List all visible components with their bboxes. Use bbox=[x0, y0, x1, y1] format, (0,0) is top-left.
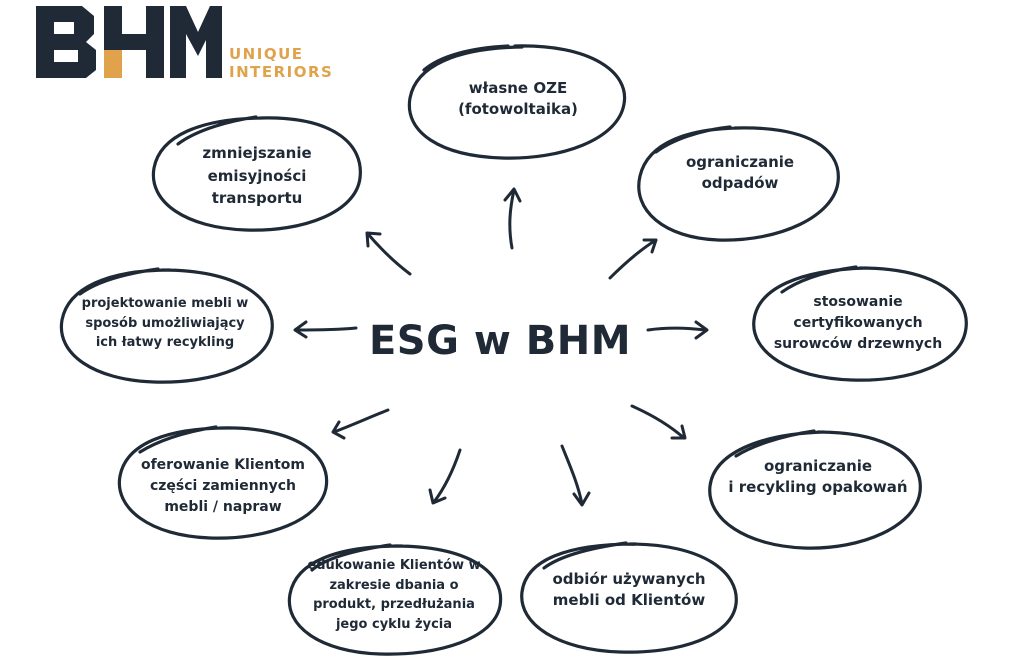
ellipse-projektowanie bbox=[59, 267, 274, 384]
bhm-logo-icon bbox=[36, 6, 222, 78]
node-edukacja: edukowanie Klientów w zakresie dbania o … bbox=[294, 556, 494, 634]
arrow-to-surowce bbox=[646, 320, 709, 340]
node-czesci-line-2: części zamiennych bbox=[149, 478, 297, 494]
ellipse-czesci bbox=[117, 425, 329, 540]
ellipse-oze bbox=[407, 44, 627, 160]
ellipse-odpady bbox=[637, 125, 840, 242]
node-edukacja-line-1: edukowanie Klientów w bbox=[307, 558, 481, 573]
node-oze-line-2: (fotowoltaika) bbox=[458, 100, 578, 119]
arrow-to-transport bbox=[365, 231, 412, 276]
arrow-to-odpady bbox=[608, 238, 658, 280]
node-projektowanie-line-3: ich łatwy recykling bbox=[95, 335, 235, 350]
logo-tagline-line1: UNIQUE bbox=[229, 45, 304, 63]
arrow-to-opakowania bbox=[630, 404, 687, 440]
node-projektowanie: projektowanie mebli w sposób umożliwiają… bbox=[62, 294, 268, 353]
node-oze-line-1: własne OZE bbox=[468, 79, 568, 97]
node-opakowania-line-2: i recykling opakowań bbox=[728, 478, 908, 497]
arrow-to-edukacja bbox=[428, 448, 462, 505]
node-czesci-line-3: mebli / napraw bbox=[164, 499, 282, 515]
node-transport: zmniejszanie emisyjności transportu bbox=[158, 142, 356, 210]
arrow-to-czesci bbox=[331, 408, 390, 440]
node-surowce-line-1: stosowanie bbox=[813, 294, 903, 310]
node-surowce-line-2: certyfikowanych bbox=[793, 315, 923, 331]
node-odbior-line-2: mebli od Klientów bbox=[552, 591, 706, 610]
node-projektowanie-line-2: sposób umożliwiający bbox=[85, 315, 245, 331]
arrow-to-odbior bbox=[560, 444, 591, 507]
node-transport-line-1: zmniejszanie bbox=[202, 144, 312, 162]
center-title: ESG w BHM bbox=[368, 318, 632, 364]
node-czesci: oferowanie Klientom części zamiennych me… bbox=[124, 455, 322, 518]
node-odbior: odbiór używanych mebli od Klientów bbox=[526, 569, 732, 612]
node-czesci-line-1: oferowanie Klientom bbox=[140, 457, 306, 473]
node-edukacja-line-2: zakresie dbania o bbox=[329, 577, 459, 593]
logo-tagline-line2: INTERIORS bbox=[229, 63, 334, 81]
node-edukacja-line-4: jego cyklu życia bbox=[335, 616, 453, 632]
ellipse-opakowania bbox=[708, 429, 922, 550]
node-odpady-line-1: ograniczanie bbox=[685, 153, 795, 171]
node-odbior-line-1: odbiór używanych bbox=[552, 570, 706, 588]
node-projektowanie-line-1: projektowanie mebli w bbox=[81, 296, 249, 311]
node-odpady-line-2: odpadów bbox=[701, 174, 779, 193]
node-transport-line-2: emisyjności bbox=[207, 166, 307, 185]
node-oze: własne OZE (fotowoltaika) bbox=[420, 78, 616, 121]
ellipse-odbior bbox=[520, 541, 738, 654]
arrow-to-oze bbox=[503, 187, 522, 250]
node-opakowania: ograniczanie i recykling opakowań bbox=[716, 456, 920, 499]
ellipse-surowce bbox=[752, 265, 968, 382]
arrow-to-projektowanie bbox=[293, 320, 358, 339]
node-edukacja-line-3: produkt, przedłużania bbox=[313, 597, 475, 612]
ellipse-transport bbox=[151, 115, 362, 232]
node-transport-line-3: transportu bbox=[211, 189, 303, 207]
node-odpady: ograniczanie odpadów bbox=[642, 152, 838, 195]
node-opakowania-line-1: ograniczanie bbox=[763, 457, 873, 475]
node-surowce: stosowanie certyfikowanych surowców drze… bbox=[756, 292, 960, 355]
node-surowce-line-3: surowców drzewnych bbox=[773, 336, 943, 352]
ellipse-edukacja bbox=[287, 543, 503, 656]
